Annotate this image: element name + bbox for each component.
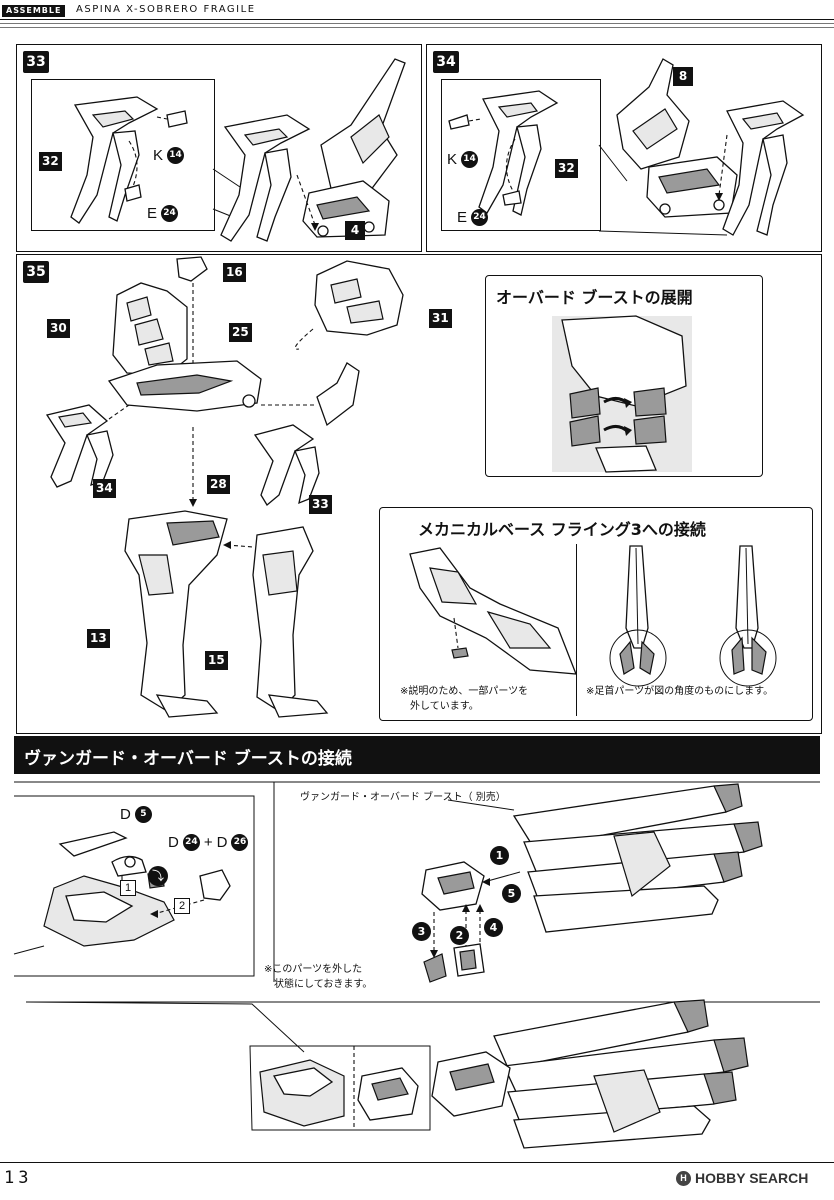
- step-marker-5: 5: [502, 884, 521, 903]
- plus-sign: +: [203, 834, 213, 851]
- footer-rule: [0, 1162, 834, 1163]
- kit-title: ASPINA X-SOBRERO FRAGILE: [76, 4, 256, 15]
- runner-letter: D: [216, 834, 228, 851]
- note-line: 状態にしておきます。: [274, 979, 373, 990]
- part-32-label: 32: [39, 152, 62, 171]
- runner-number-badge: 14: [461, 151, 479, 168]
- part-33-label: 33: [309, 495, 332, 514]
- step-number: 33: [23, 51, 49, 73]
- runner-letter: K: [153, 147, 164, 164]
- mechanical-base-title: メカニカルベース フライング3への接続: [418, 520, 706, 539]
- part-31-label: 31: [429, 309, 452, 328]
- mechanical-base-illustration: [409, 545, 777, 687]
- header-rule: [0, 19, 834, 20]
- step-33-panel: 33 32 4 K 14 E 24: [16, 44, 422, 252]
- part-30-label: 30: [47, 319, 70, 338]
- runner-number-badge: 14: [167, 147, 185, 164]
- note-line: ※このパーツを外した: [264, 964, 363, 975]
- overboost-deploy-box: オーバード ブーストの展開: [485, 275, 763, 477]
- runner-number-badge: 24: [471, 209, 489, 226]
- watermark-text: HOBBY SEARCH: [695, 1170, 809, 1186]
- runner-number-badge: 5: [134, 806, 152, 823]
- page-number: 13: [4, 1168, 33, 1188]
- vanguard-boost-illustration: [421, 783, 763, 983]
- runner-letter: D: [168, 834, 179, 851]
- runner-e24: E 24: [457, 209, 489, 226]
- runner-d5: D 5: [120, 806, 152, 823]
- mechanical-note-left: ※説明のため、一部パーツを 外しています。: [400, 684, 528, 714]
- runner-k14: K 14: [447, 151, 479, 168]
- note-line: ※説明のため、一部パーツを: [400, 686, 529, 697]
- part-4-label: 4: [345, 221, 365, 240]
- runner-letter: E: [457, 209, 468, 226]
- remove-part-note: ※このパーツを外した 状態にしておきます。: [264, 962, 372, 992]
- part-15-label: 15: [205, 651, 228, 670]
- runner-letter: E: [147, 205, 158, 222]
- mechanical-note-right: ※足首パーツが図の角度のものにします。: [586, 686, 774, 697]
- part-34-label: 34: [93, 479, 116, 498]
- step-marker-2: 2: [450, 926, 469, 945]
- part-28-label: 28: [207, 475, 230, 494]
- runner-number-badge: 24: [161, 205, 179, 222]
- note-line: 外しています。: [410, 701, 479, 712]
- order-box-1: 1: [120, 880, 136, 896]
- runner-letter: K: [447, 151, 458, 168]
- mechanical-base-box: メカニカルベース フライング3への接続 ※説明のため、一部パーツを 外しています…: [379, 507, 813, 721]
- runner-number-badge: 26: [231, 834, 249, 851]
- watermark: H HOBBY SEARCH: [676, 1170, 808, 1186]
- rotate-icon: ⤵: [148, 866, 168, 886]
- overboost-deploy-title: オーバード ブーストの展開: [496, 288, 693, 307]
- vanguard-combined-illustration: [25, 999, 749, 1149]
- runner-letter: D: [120, 806, 131, 823]
- part-16-label: 16: [223, 263, 246, 282]
- step-35-illustration: [45, 256, 404, 718]
- part-32-label: 32: [555, 159, 578, 178]
- runner-d24-d26: D 24 + D 26: [168, 834, 249, 851]
- runner-e24: E 24: [147, 205, 179, 222]
- step-marker-4: 4: [484, 918, 503, 937]
- part-8-label: 8: [673, 67, 693, 86]
- mechanical-base-divider: [576, 544, 577, 716]
- section-header-bar: ヴァンガード・オーバード ブーストの接続: [14, 736, 820, 774]
- section-title: ヴァンガード・オーバード ブーストの接続: [24, 749, 352, 769]
- step-35-panel: 35: [16, 254, 822, 734]
- step-number: 35: [23, 261, 49, 283]
- step-marker-3: 3: [412, 922, 431, 941]
- order-box-2: 2: [174, 898, 190, 914]
- part-25-label: 25: [229, 323, 252, 342]
- step-34-panel: 34 8 32 K 14 E 24: [426, 44, 822, 252]
- assemble-tag: ASSEMBLE: [2, 5, 66, 17]
- product-label: ヴァンガード・オーバード ブースト（ 別売）: [300, 792, 506, 803]
- page-header: ASSEMBLE ASPINA X-SOBRERO FRAGILE: [0, 0, 834, 32]
- step-marker-1: 1: [490, 846, 509, 865]
- step-number: 34: [433, 51, 459, 73]
- step-34-illustration: [448, 58, 805, 236]
- step-33-illustration: [70, 58, 406, 242]
- part-13-label: 13: [87, 629, 110, 648]
- header-rule-thin: [0, 23, 834, 24]
- vanguard-section-panel: D 5 D 24 + D 26 ⤵ 1 2 ヴァンガード・オーバード ブースト（…: [13, 776, 820, 1160]
- runner-k14: K 14: [153, 147, 185, 164]
- overboost-deploy-illustration: [552, 315, 692, 473]
- hobby-search-logo-icon: H: [676, 1170, 691, 1186]
- runner-number-badge: 24: [182, 834, 200, 851]
- header-rule-thin: [0, 27, 834, 28]
